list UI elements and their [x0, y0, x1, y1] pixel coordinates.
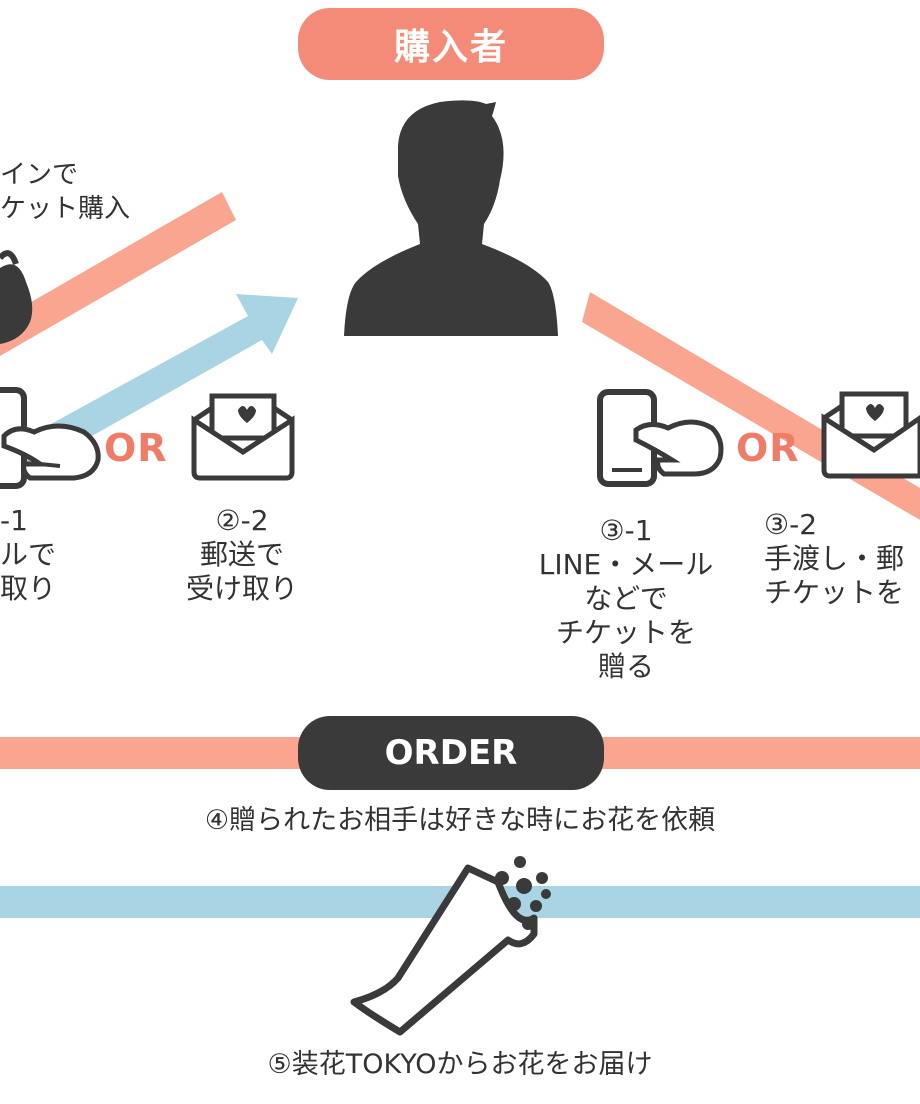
pointing-hand-icon-right — [633, 419, 724, 477]
buyer-pill: 購入者 — [298, 8, 604, 80]
purchase-arrow-band — [0, 192, 236, 356]
step-3-1-label: ③-1 LINE・メール などで チケットを 贈る — [538, 514, 714, 683]
envelope-heart-icon-left — [191, 393, 295, 481]
flower-bouquet-icon — [350, 856, 551, 1036]
person-icon — [344, 100, 558, 337]
pointing-hand-icon-left — [1, 423, 101, 481]
handbag-icon — [0, 250, 33, 344]
step-4-label: ④贈られたお相手は好きな時にお花を依頼 — [204, 805, 716, 836]
online-purchase-label: インで ケット購入 — [0, 160, 131, 224]
buyer-label: 購入者 — [393, 27, 508, 68]
step-2-1-label: -1 ルで 取り — [0, 504, 57, 605]
step-5-label: ⑤装花TOKYOからお花をお届け — [267, 1049, 653, 1080]
order-pill: ORDER — [298, 716, 604, 790]
step-3-2-label: ③-2 手渡し・郵 チケットを — [764, 508, 905, 609]
order-label: ORDER — [384, 733, 518, 773]
or-label-right: OR — [736, 426, 800, 470]
step-2-2-label: ②-2 郵送で 受け取り — [185, 504, 298, 605]
envelope-heart-icon-right — [821, 391, 920, 479]
or-label-left: OR — [104, 426, 168, 470]
